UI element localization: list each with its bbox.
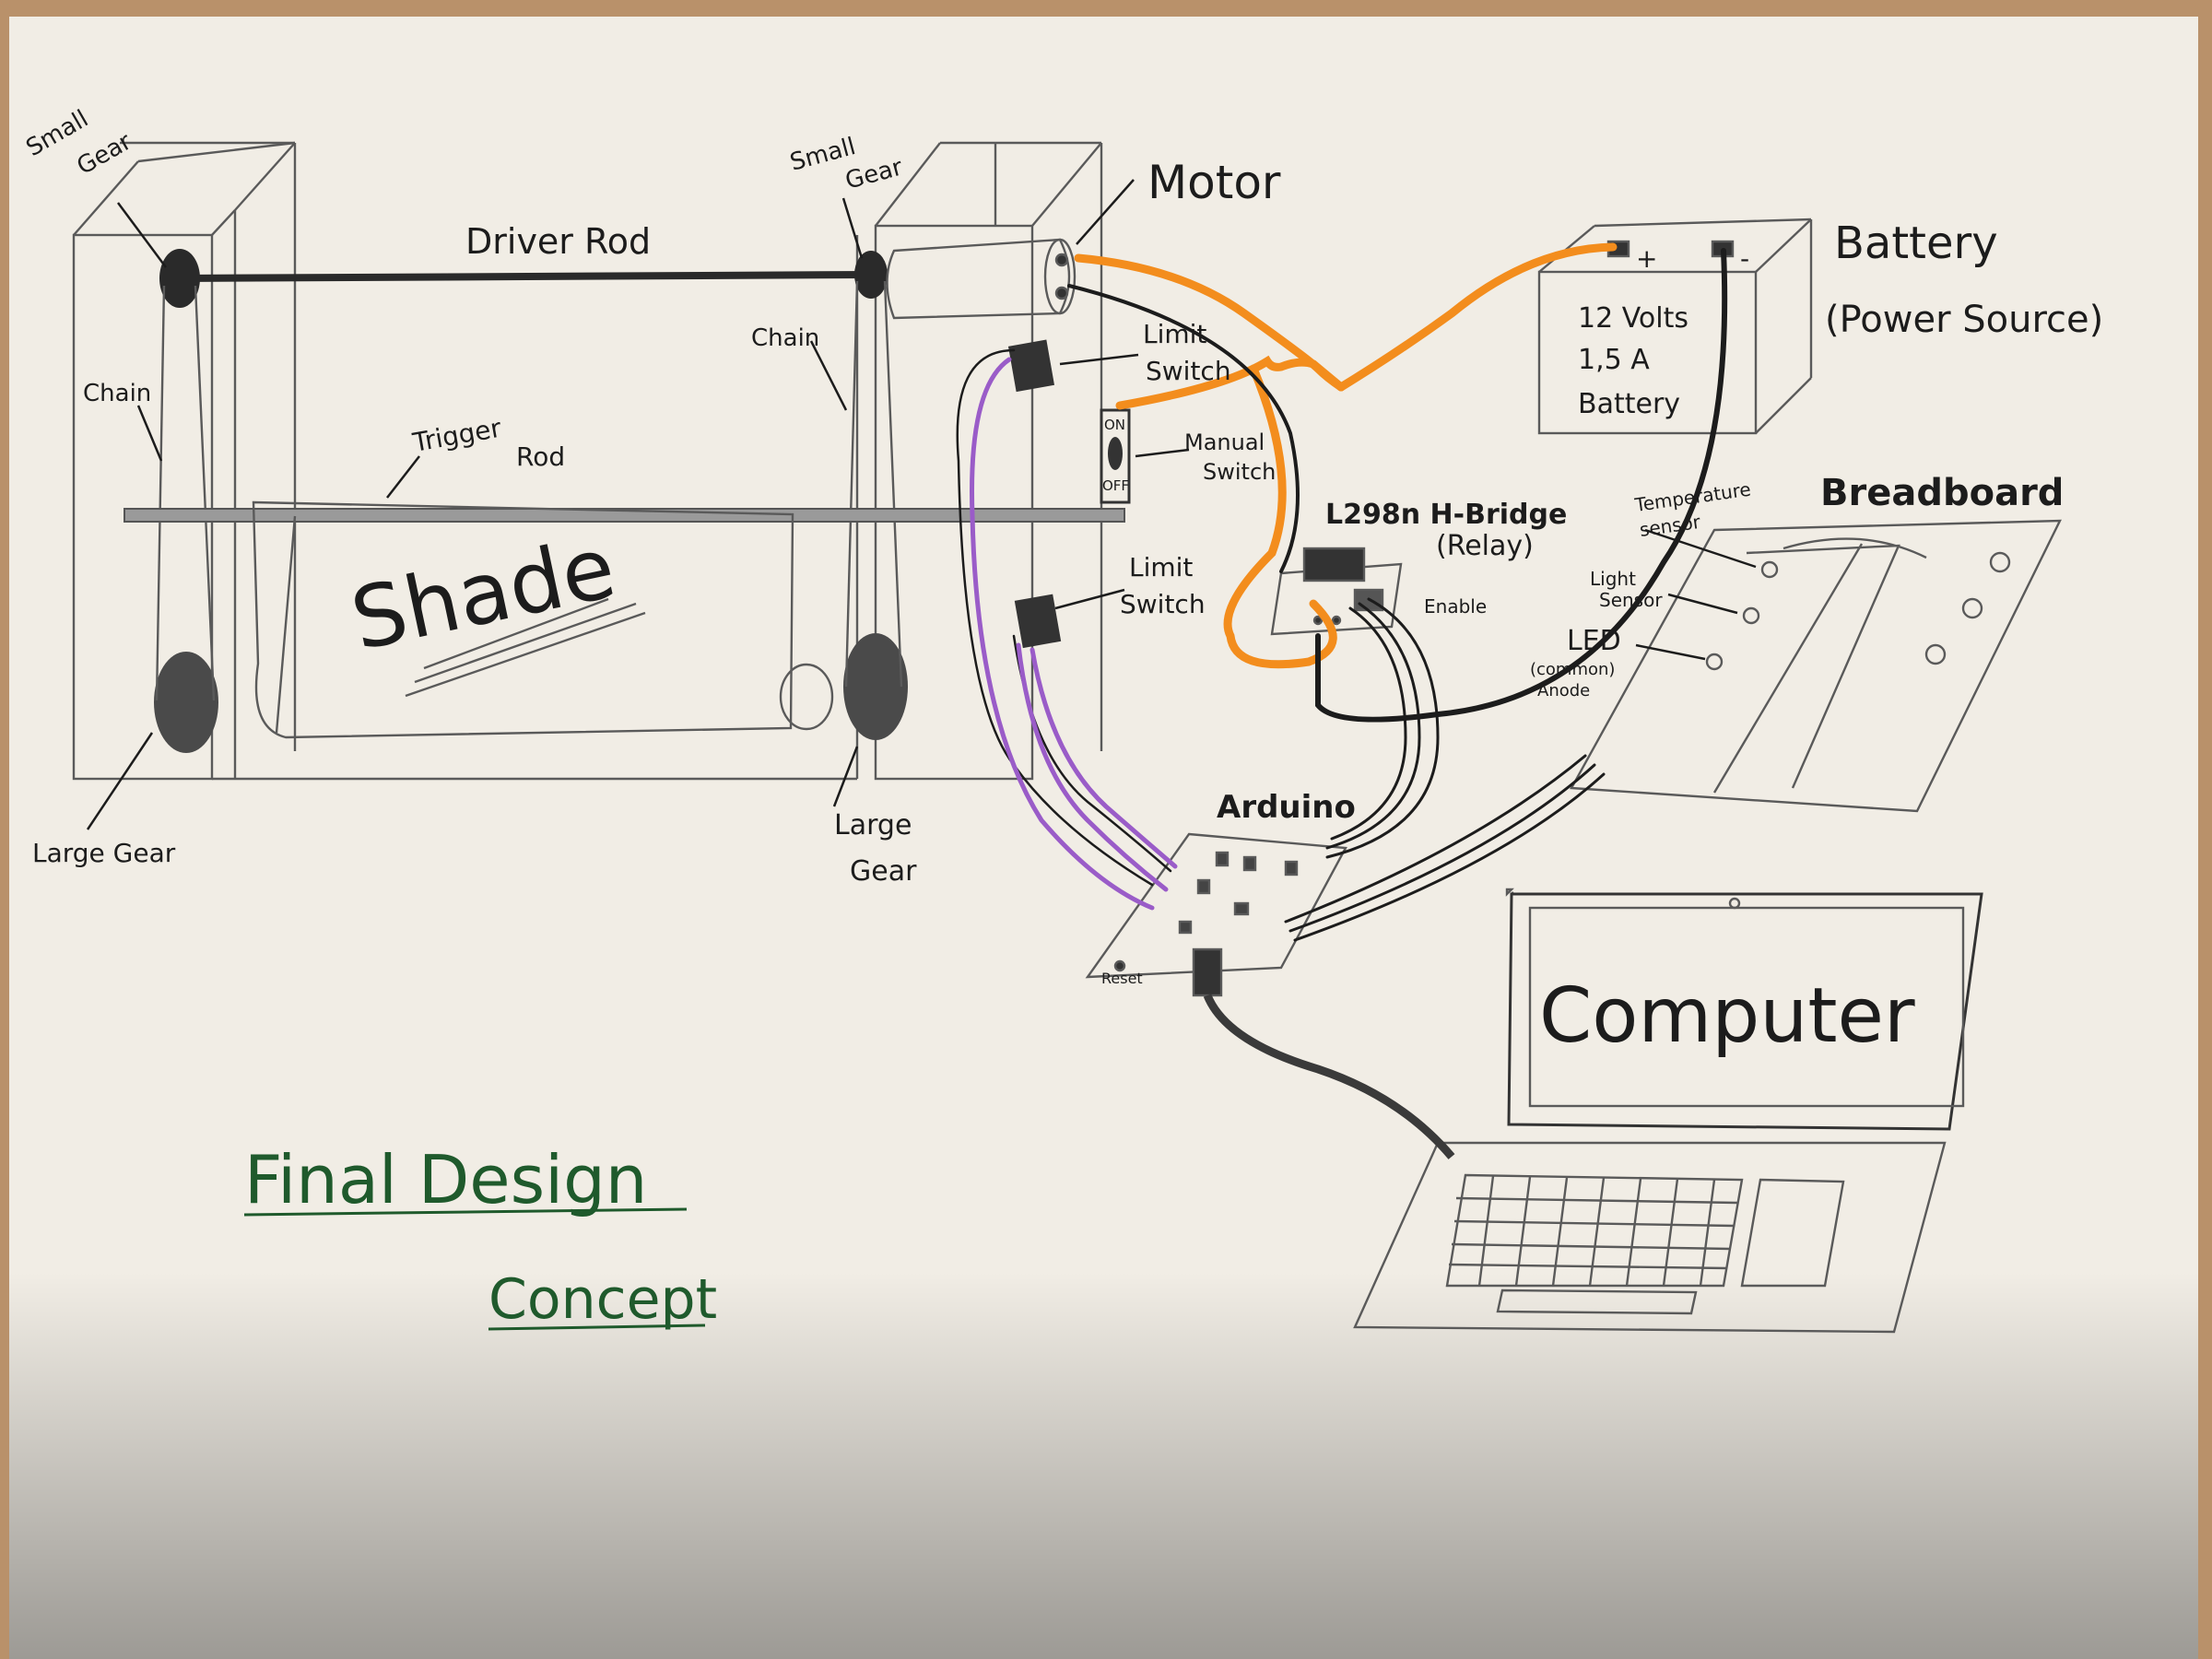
switch-off-label: OFF [1102,477,1129,494]
svg-text:Large: Large [834,809,912,841]
svg-text:Limit: Limit [1129,552,1193,582]
computer-laptop [1353,888,1983,1334]
svg-text:Anode: Anode [1537,681,1590,700]
label-power-source: (Power Source) [1825,299,2103,341]
svg-text:(common): (common) [1530,660,1615,679]
svg-text:Battery: Battery [1578,388,1680,420]
svg-text:Final Design: Final Design [244,1141,647,1218]
chain-left [155,285,216,701]
svg-text:Light: Light [1590,568,1636,590]
large-gear-left [154,652,218,753]
label-motor: Motor [1147,156,1281,209]
left-post [72,141,857,781]
battery-plus-label: + [1636,243,1657,274]
leader-lines [86,179,1757,830]
battery [1537,218,1813,435]
svg-text:Switch: Switch [1203,459,1276,485]
arduino-board [1085,832,1347,997]
label-large-gear-left: Large Gear [32,838,176,868]
label-battery-body: 12 Volts 1,5 A Battery [1578,302,1688,420]
motor [886,238,1077,320]
limit-switch-bottom [1014,594,1062,649]
shade-panel [252,500,834,739]
label-reset: Reset [1101,970,1143,987]
label-limit-switch-top: Limit Switch [1143,319,1231,386]
svg-text:Sensor: Sensor [1599,589,1663,611]
small-gear-right [854,251,888,299]
svg-text:Gear: Gear [850,855,917,888]
svg-text:Concept: Concept [488,1267,717,1332]
label-battery: Battery [1834,218,1998,269]
title-concept: Concept [488,1267,717,1332]
label-chain-right: Chain [751,324,819,352]
label-chain-left: Chain [83,380,151,407]
trigger-rod [124,508,1125,523]
label-computer: Computer [1539,972,1915,1060]
label-breadboard: Breadboard [1820,472,2064,514]
label-arduino: Arduino [1217,789,1356,826]
h-bridge-board [1270,547,1403,636]
paper-shadow [9,1272,2198,1659]
chain-right [844,280,903,688]
label-driver-rod: Driver Rod [465,221,651,262]
label-hbridge: L298n H-Bridge [1325,499,1567,531]
breadboard [1570,519,2062,813]
manual-switch [1100,408,1131,504]
driver-rod [179,271,872,282]
battery-minus-label: - [1740,243,1749,274]
label-manual-switch: Manual Switch [1184,429,1276,485]
label-relay: (Relay) [1436,530,1534,562]
label-enable: Enable [1424,595,1487,618]
label-common-anode: (common) Anode [1530,660,1615,700]
title-final-design: Final Design [243,1141,688,1218]
label-limit-switch-bottom: Limit Switch [1120,552,1206,619]
orange-wires [1074,242,1618,669]
small-gear-left [159,249,200,308]
label-light-sensor: Light Sensor [1590,568,1663,611]
usb-cable [1203,994,1455,1159]
label-led: LED [1567,625,1621,657]
svg-text:1,5 A: 1,5 A [1578,344,1650,376]
purple-wires [970,357,1178,911]
svg-text:12 Volts: 12 Volts [1578,302,1688,335]
svg-text:Manual: Manual [1184,429,1265,455]
label-large-gear-right: Large Gear [834,809,917,888]
large-gear-right [843,633,908,740]
svg-text:Rod: Rod [516,441,565,472]
svg-text:Switch: Switch [1146,356,1231,386]
limit-switch-top [1007,339,1055,393]
svg-text:Switch: Switch [1120,589,1206,619]
svg-text:Limit: Limit [1143,319,1206,349]
switch-on-label: ON [1104,417,1125,433]
